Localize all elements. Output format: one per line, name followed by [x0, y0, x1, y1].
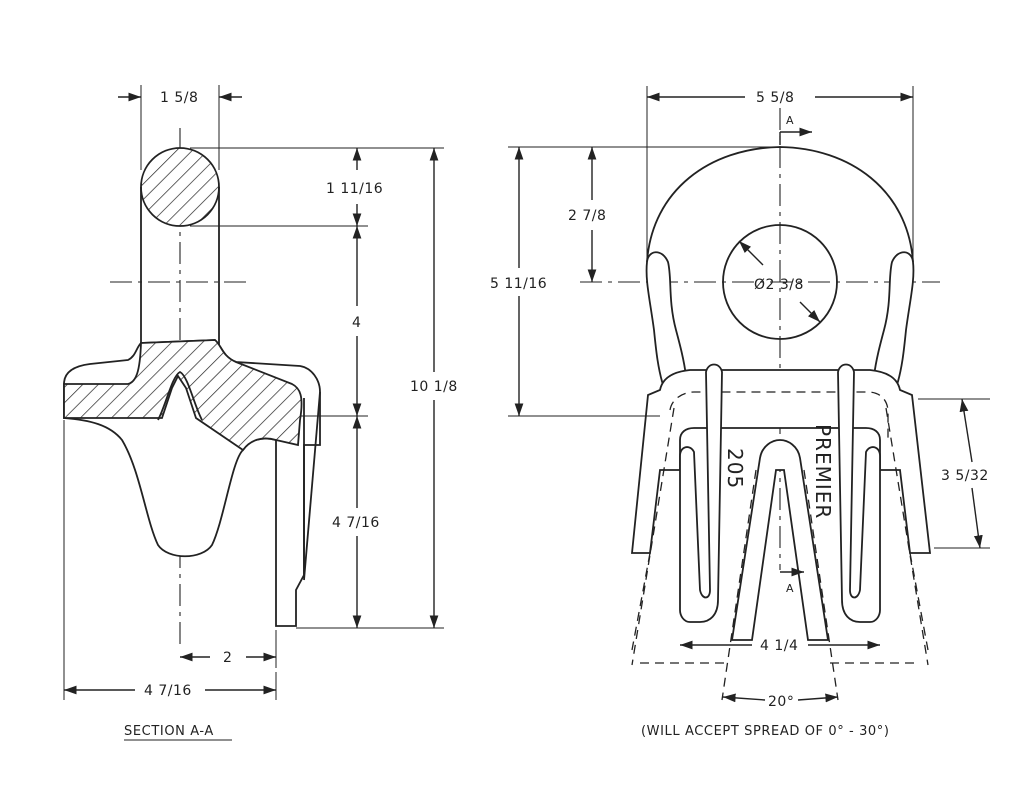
dim-bore: Ø2 3/8	[754, 277, 804, 293]
front-view: Ø2 3/8 205 PREMIER A A 5 5/	[490, 86, 990, 739]
dim-front-top-width: 5 5/8	[756, 90, 794, 106]
dim-middle: 4	[352, 315, 361, 331]
hidden-right-long	[885, 407, 929, 666]
head-outline	[646, 146, 914, 263]
left-arm	[645, 251, 692, 389]
spread-right-outer	[909, 552, 929, 651]
spread-note: (WILL ACCEPT SPREAD OF 0° - 30°)	[641, 724, 890, 739]
dim-prong-down	[971, 487, 983, 549]
section-mark-bottom: A	[786, 582, 794, 595]
dim-offset: 2	[223, 650, 232, 666]
right-arm	[868, 251, 915, 389]
dim-lower: 4 7/16	[332, 515, 380, 531]
dim-height: 5 11/16	[490, 276, 547, 292]
dim-angle-left	[722, 693, 766, 703]
dim-prong-up	[959, 398, 973, 463]
spread-center-left	[721, 469, 757, 701]
groove-notch	[157, 370, 203, 421]
dim-ring-height: 1 11/16	[326, 181, 383, 197]
ring-section	[140, 147, 220, 227]
dim-top-width: 1 5/8	[160, 90, 198, 106]
skirt-outer-line	[303, 391, 321, 581]
center-tongue	[730, 439, 830, 641]
section-caption: SECTION A-A	[124, 724, 214, 739]
dim-overall-height: 10 1/8	[410, 379, 458, 395]
spread-left-outer	[631, 552, 651, 651]
spread-center-right	[803, 469, 839, 701]
body-hidden-outline	[669, 391, 889, 440]
hidden-left-long	[631, 407, 675, 666]
dim-inner-width: 4 1/4	[760, 638, 798, 654]
stamp-number: 205	[723, 448, 747, 489]
dim-upper: 2 7/8	[568, 208, 606, 224]
bore-diameter-arrow-2	[799, 301, 821, 323]
bore-diameter-arrow-1	[738, 240, 764, 266]
dim-prong-length: 3 5/32	[941, 468, 989, 484]
dim-bottom-width: 4 7/16	[144, 683, 192, 699]
left-prong	[679, 363, 723, 623]
dim-angle-right	[797, 693, 839, 703]
dim-angle: 20°	[768, 694, 794, 710]
stamp-brand: PREMIER	[811, 424, 835, 519]
section-view: 1 5/8 1 11/16 4 4 7/16 10 1/8 2 4 7/16	[63, 85, 458, 741]
right-prong	[837, 363, 881, 623]
flange-section	[63, 339, 303, 452]
bore-circle	[722, 224, 838, 340]
section-mark-top: A	[786, 114, 794, 127]
